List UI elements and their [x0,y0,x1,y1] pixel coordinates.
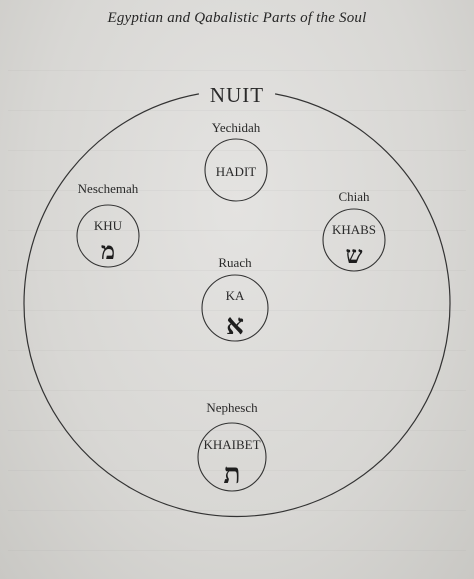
page-header-title: Egyptian and Qabalistic Parts of the Sou… [107,10,367,26]
node-khaibet: Nephesch KHAIBET ת [197,400,267,492]
node-khu-outer-label: Neschemah [78,181,139,196]
node-khaibet-hebrew-letter: ת [223,457,240,490]
nuit-circle [23,93,451,518]
node-ka-outer-label: Ruach [218,255,252,270]
node-khu: Neschemah KHU מ [76,181,140,268]
node-ka: Ruach KA א [201,255,269,342]
node-khu-inner-label: KHU [94,218,123,233]
node-khabs: Chiah KHABS ש [322,189,386,272]
node-khabs-inner-label: KHABS [332,222,376,237]
node-ka-hebrew-letter: א [226,308,244,341]
node-khaibet-outer-label: Nephesch [206,400,258,415]
node-khabs-circle [322,208,386,272]
nuit-label: NUIT [210,83,264,107]
node-hadit-outer-label: Yechidah [212,120,261,135]
node-khabs-hebrew-letter: ש [346,240,363,269]
node-hadit-inner-label: HADIT [216,164,256,179]
node-khabs-outer-label: Chiah [338,189,370,204]
node-khaibet-inner-label: KHAIBET [203,437,260,452]
node-ka-circle [201,274,269,342]
node-khu-circle [76,204,140,268]
node-hadit: Yechidah HADIT [204,120,268,202]
node-ka-inner-label: KA [226,288,245,303]
node-hadit-circle [204,138,268,202]
node-khu-hebrew-letter: מ [101,236,115,265]
node-khaibet-circle [197,422,267,492]
